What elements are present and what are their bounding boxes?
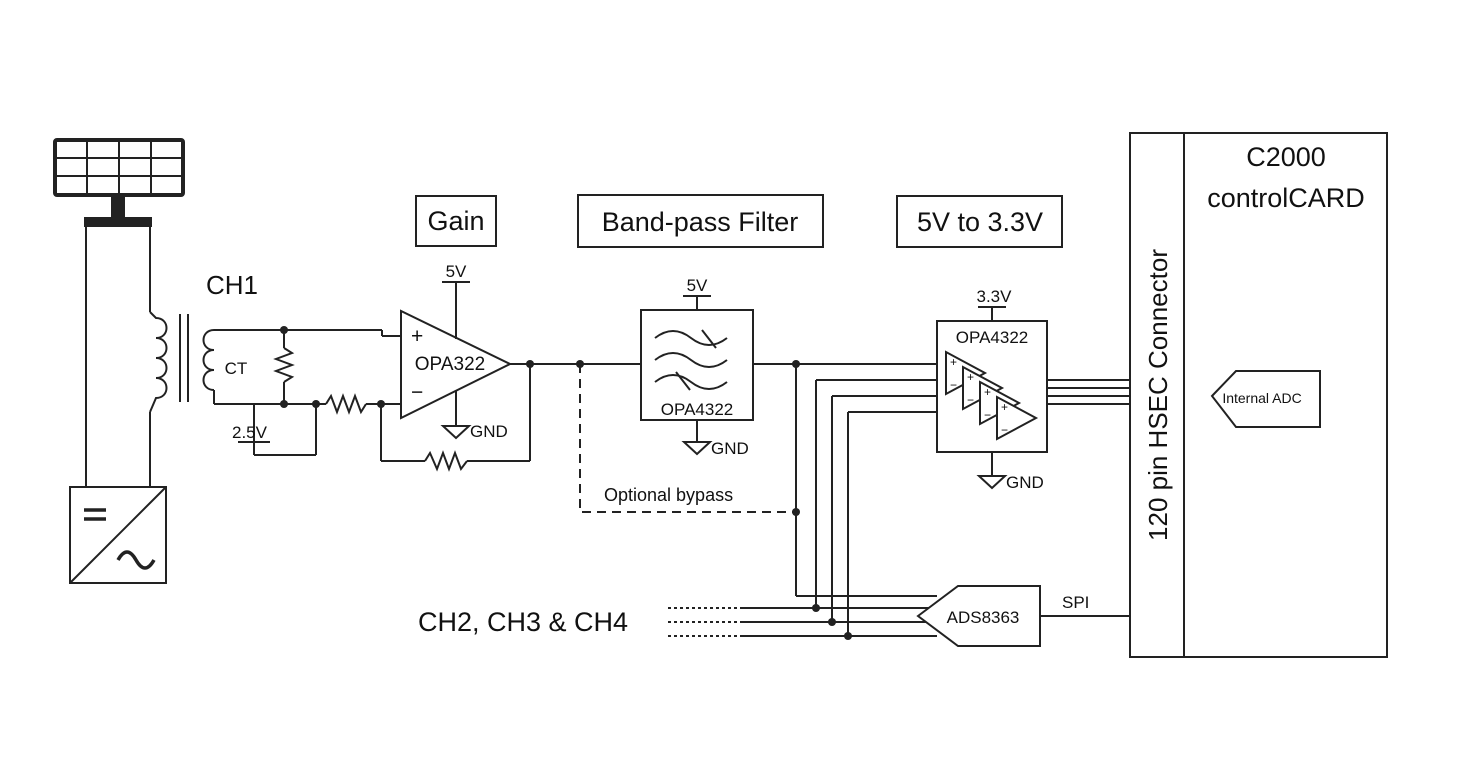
opa322-plus: + — [411, 325, 423, 348]
other-channels-label: CH2, CH3 & CH4 — [418, 607, 628, 637]
band-pass-filter-block: OPA4322 — [640, 309, 754, 421]
buffer-supply-label: 3.3V — [977, 287, 1013, 306]
optional-bypass-path — [579, 364, 796, 513]
svg-text:−: − — [950, 378, 957, 392]
reference-2v5: 2.5V — [232, 400, 320, 456]
optional-bypass-label: Optional bypass — [604, 485, 733, 505]
ch1-label: CH1 — [206, 270, 258, 300]
gain-section-box — [415, 195, 497, 247]
panel-wires — [85, 227, 151, 487]
filter-gnd-label: GND — [711, 439, 749, 458]
svg-text:+: + — [967, 370, 974, 384]
spi-label: SPI — [1062, 593, 1089, 612]
controlcard-title-line2: controlCARD — [1207, 183, 1365, 213]
svg-text:−: − — [984, 408, 991, 422]
filter-supply-label: 5V — [687, 276, 708, 295]
svg-text:−: − — [967, 393, 974, 407]
ads8363-label: ADS8363 — [947, 608, 1020, 627]
buffer-gnd-label: GND — [1006, 473, 1044, 492]
svg-text:+: + — [984, 385, 991, 399]
current-transformer: CT — [149, 311, 284, 413]
channel-input-dotted-lines — [668, 607, 740, 637]
svg-text:+: + — [1001, 400, 1008, 414]
gain-supply-label: 5V — [446, 262, 467, 281]
internal-adc-label: Internal ADC — [1222, 390, 1301, 406]
band-pass-section-title: Band-pass Filter — [602, 207, 799, 237]
solar-panel-icon — [53, 138, 185, 227]
inverter-icon — [69, 486, 167, 584]
band-pass-section-box — [577, 194, 824, 248]
ref-2v5-label: 2.5V — [232, 423, 268, 442]
level-shift-section-title: 5V to 3.3V — [917, 207, 1043, 237]
channel-bus-lines — [815, 379, 937, 636]
gain-gnd-label: GND — [470, 422, 508, 441]
gain-section-title: Gain — [427, 206, 484, 236]
ct-label: CT — [225, 359, 248, 378]
opa322-label: OPA322 — [415, 354, 485, 375]
feedback-resistor — [380, 364, 531, 472]
svg-text:−: − — [1001, 423, 1008, 437]
input-resistor — [316, 393, 400, 415]
burden-resistor — [273, 326, 295, 408]
opa4322-buffer-block: OPA4322 + − + − + − + − — [936, 320, 1048, 453]
hsec-connector-label: 120 pin HSEC Connector — [1143, 249, 1173, 541]
buffer-amp-label: OPA4322 — [956, 328, 1028, 347]
internal-adc: Internal ADC — [1210, 370, 1321, 428]
filter-amp-label: OPA4322 — [661, 400, 733, 419]
level-shift-section-box — [896, 195, 1063, 248]
controlcard-title-line1: C2000 — [1246, 142, 1326, 172]
ads8363-adc: ADS8363 — [916, 585, 1041, 647]
opa322-minus: − — [411, 381, 423, 404]
svg-text:+: + — [950, 355, 957, 369]
hsec-connector: 120 pin HSEC Connector — [1129, 132, 1185, 658]
